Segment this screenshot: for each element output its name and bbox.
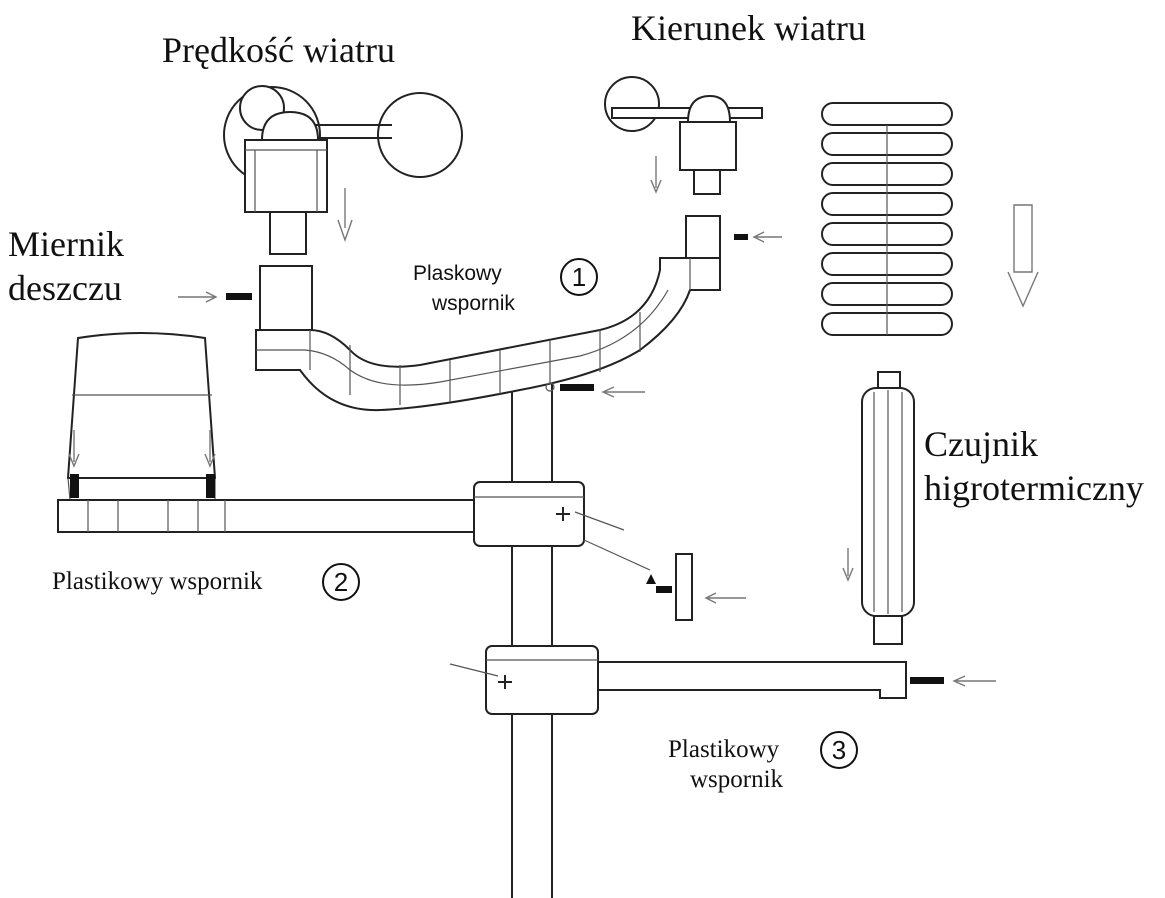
- bracket-1: [178, 215, 782, 412]
- rain-gauge: [66, 332, 217, 501]
- bracket-2: [57, 481, 746, 621]
- marker-3: 3: [820, 731, 858, 769]
- marker-1: 1: [560, 258, 598, 296]
- wind-speed-label: Prędkość wiatru: [162, 30, 395, 70]
- rain-gauge-label-line2: deszczu: [8, 268, 122, 308]
- radiation-shield: [821, 102, 1039, 336]
- anemometer: [223, 85, 463, 255]
- bracket-1-label-line1: Plaskowy: [413, 262, 502, 285]
- bracket-2-label: Plastikowy wspornik: [52, 568, 263, 595]
- bracket-3-label-line1: Plastikowy: [668, 736, 780, 763]
- hygrothermal-sensor: [842, 371, 915, 645]
- wind-vane: [604, 76, 763, 195]
- bracket-3-label-line2: wspornik: [690, 766, 784, 793]
- mast: [511, 380, 553, 898]
- rain-gauge-label-line1: Miernik: [8, 224, 124, 264]
- bracket-3: [449, 645, 996, 715]
- bracket-1-label-line2: wspornik: [432, 292, 515, 315]
- hygrothermal-label-line2: higrotermiczny: [924, 468, 1144, 508]
- wind-direction-label: Kierunek wiatru: [631, 8, 866, 48]
- hygrothermal-label-line1: Czujnik: [924, 424, 1038, 464]
- marker-2: 2: [322, 563, 360, 601]
